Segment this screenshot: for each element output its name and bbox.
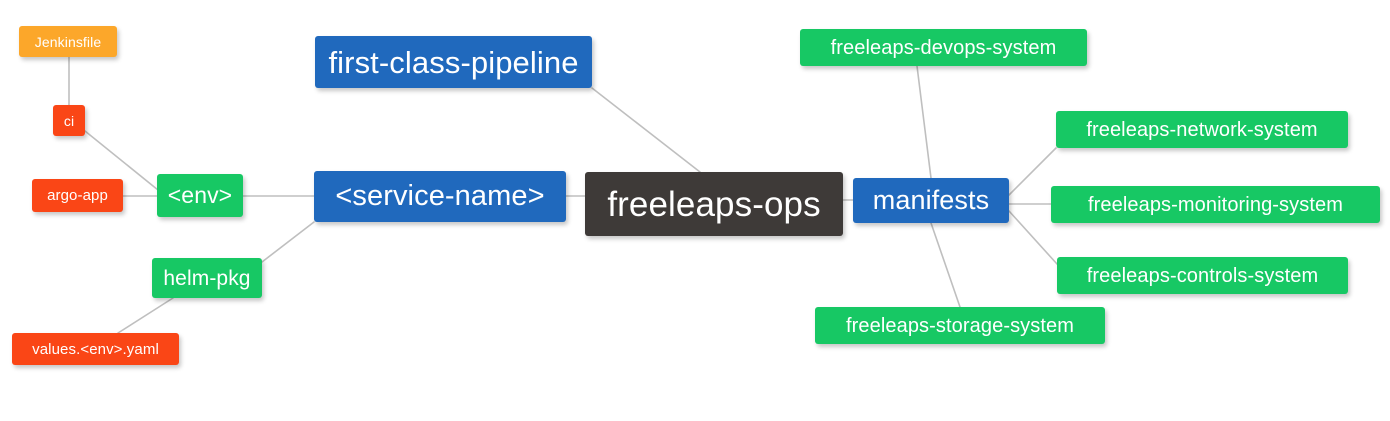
node-helm-pkg[interactable]: helm-pkg [152, 258, 262, 298]
node-label: argo-app [47, 187, 108, 204]
edge-helm-pkg-to-values-yaml [117, 297, 174, 334]
edge-service-name-to-helm-pkg [261, 221, 315, 263]
node-jenkinsfile[interactable]: Jenkinsfile [19, 26, 117, 57]
edge-manifests-to-freeleaps-controls-system [1008, 210, 1058, 265]
node-label: freeleaps-monitoring-system [1087, 193, 1343, 216]
node-manifests[interactable]: manifests [853, 178, 1009, 223]
node-service-name[interactable]: <service-name> [314, 171, 566, 222]
node-label: ci [63, 112, 75, 129]
node-label: first-class-pipeline [328, 44, 579, 80]
node-freeleaps-network-system[interactable]: freeleaps-network-system [1056, 111, 1348, 148]
node-argo-app[interactable]: argo-app [32, 179, 123, 212]
node-label: freeleaps-devops-system [830, 36, 1057, 59]
node-values-yaml[interactable]: values.<env>.yaml [12, 333, 179, 365]
node-freeleaps-storage-system[interactable]: freeleaps-storage-system [815, 307, 1105, 344]
node-label: values.<env>.yaml [32, 340, 159, 358]
node-env[interactable]: <env> [157, 174, 243, 217]
node-ci[interactable]: ci [53, 105, 85, 136]
node-label: freeleaps-controls-system [1086, 264, 1319, 287]
node-label: freeleaps-storage-system [845, 314, 1075, 337]
node-label: manifests [872, 185, 990, 215]
edge-manifests-to-freeleaps-storage-system [930, 222, 961, 308]
node-label: <env> [167, 182, 233, 208]
node-label: Jenkinsfile [34, 33, 102, 50]
edge-first-class-pipeline-to-freeleaps-ops [591, 87, 701, 173]
node-freeleaps-monitoring-system[interactable]: freeleaps-monitoring-system [1051, 186, 1380, 223]
node-label: freeleaps-ops [607, 184, 821, 224]
node-freeleaps-controls-system[interactable]: freeleaps-controls-system [1057, 257, 1348, 294]
node-label: <service-name> [335, 180, 545, 212]
node-label: helm-pkg [163, 266, 251, 290]
node-first-class-pipeline[interactable]: first-class-pipeline [315, 36, 592, 88]
edge-manifests-to-freeleaps-network-system [1008, 147, 1057, 196]
edge-manifests-to-freeleaps-devops-system [916, 65, 932, 179]
node-label: freeleaps-network-system [1086, 118, 1318, 141]
node-freeleaps-devops-system[interactable]: freeleaps-devops-system [800, 29, 1087, 66]
node-freeleaps-ops[interactable]: freeleaps-ops [585, 172, 843, 236]
